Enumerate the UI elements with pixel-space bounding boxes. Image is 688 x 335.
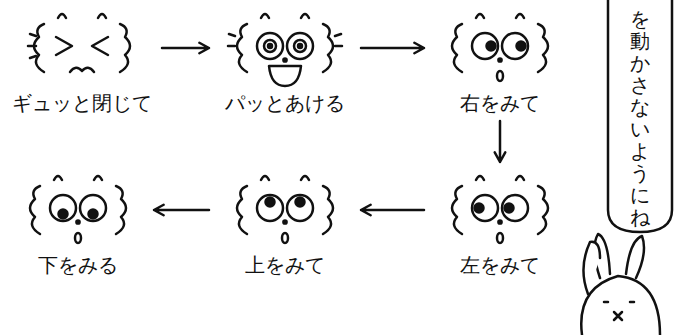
step-face: 左をみて — [430, 168, 570, 277]
step-label: 左をみて — [430, 253, 570, 277]
step-face: 上をみて — [215, 168, 355, 277]
face-drawing — [12, 6, 152, 91]
face-drawing — [215, 6, 355, 91]
step-face: ギュッと閉じて — [8, 6, 156, 115]
step-label: 下をみる — [8, 253, 148, 277]
step-face: 下をみる — [8, 168, 148, 277]
flow-arrow — [162, 43, 209, 54]
flow-arrow — [361, 43, 424, 54]
face-drawing — [430, 168, 570, 253]
step-label: ギュッと閉じて — [8, 91, 156, 115]
flow-arrow — [154, 205, 209, 216]
face-drawing — [8, 168, 148, 253]
bubble-outline — [608, 0, 672, 232]
flow-arrow — [361, 205, 424, 216]
step-face: パッとあける — [215, 6, 355, 115]
flow-arrow — [495, 121, 506, 162]
step-label: 上をみて — [215, 253, 355, 277]
step-label: パッとあける — [215, 91, 355, 115]
face-drawing — [430, 6, 570, 91]
step-face: 右をみて — [430, 6, 570, 115]
speech-bubble: を動かさないようにね — [602, 0, 678, 228]
face-drawing — [215, 168, 355, 253]
step-label: 右をみて — [430, 91, 570, 115]
speech-text: を動かさないようにね — [630, 8, 650, 228]
rabbit-drawing — [560, 228, 688, 335]
